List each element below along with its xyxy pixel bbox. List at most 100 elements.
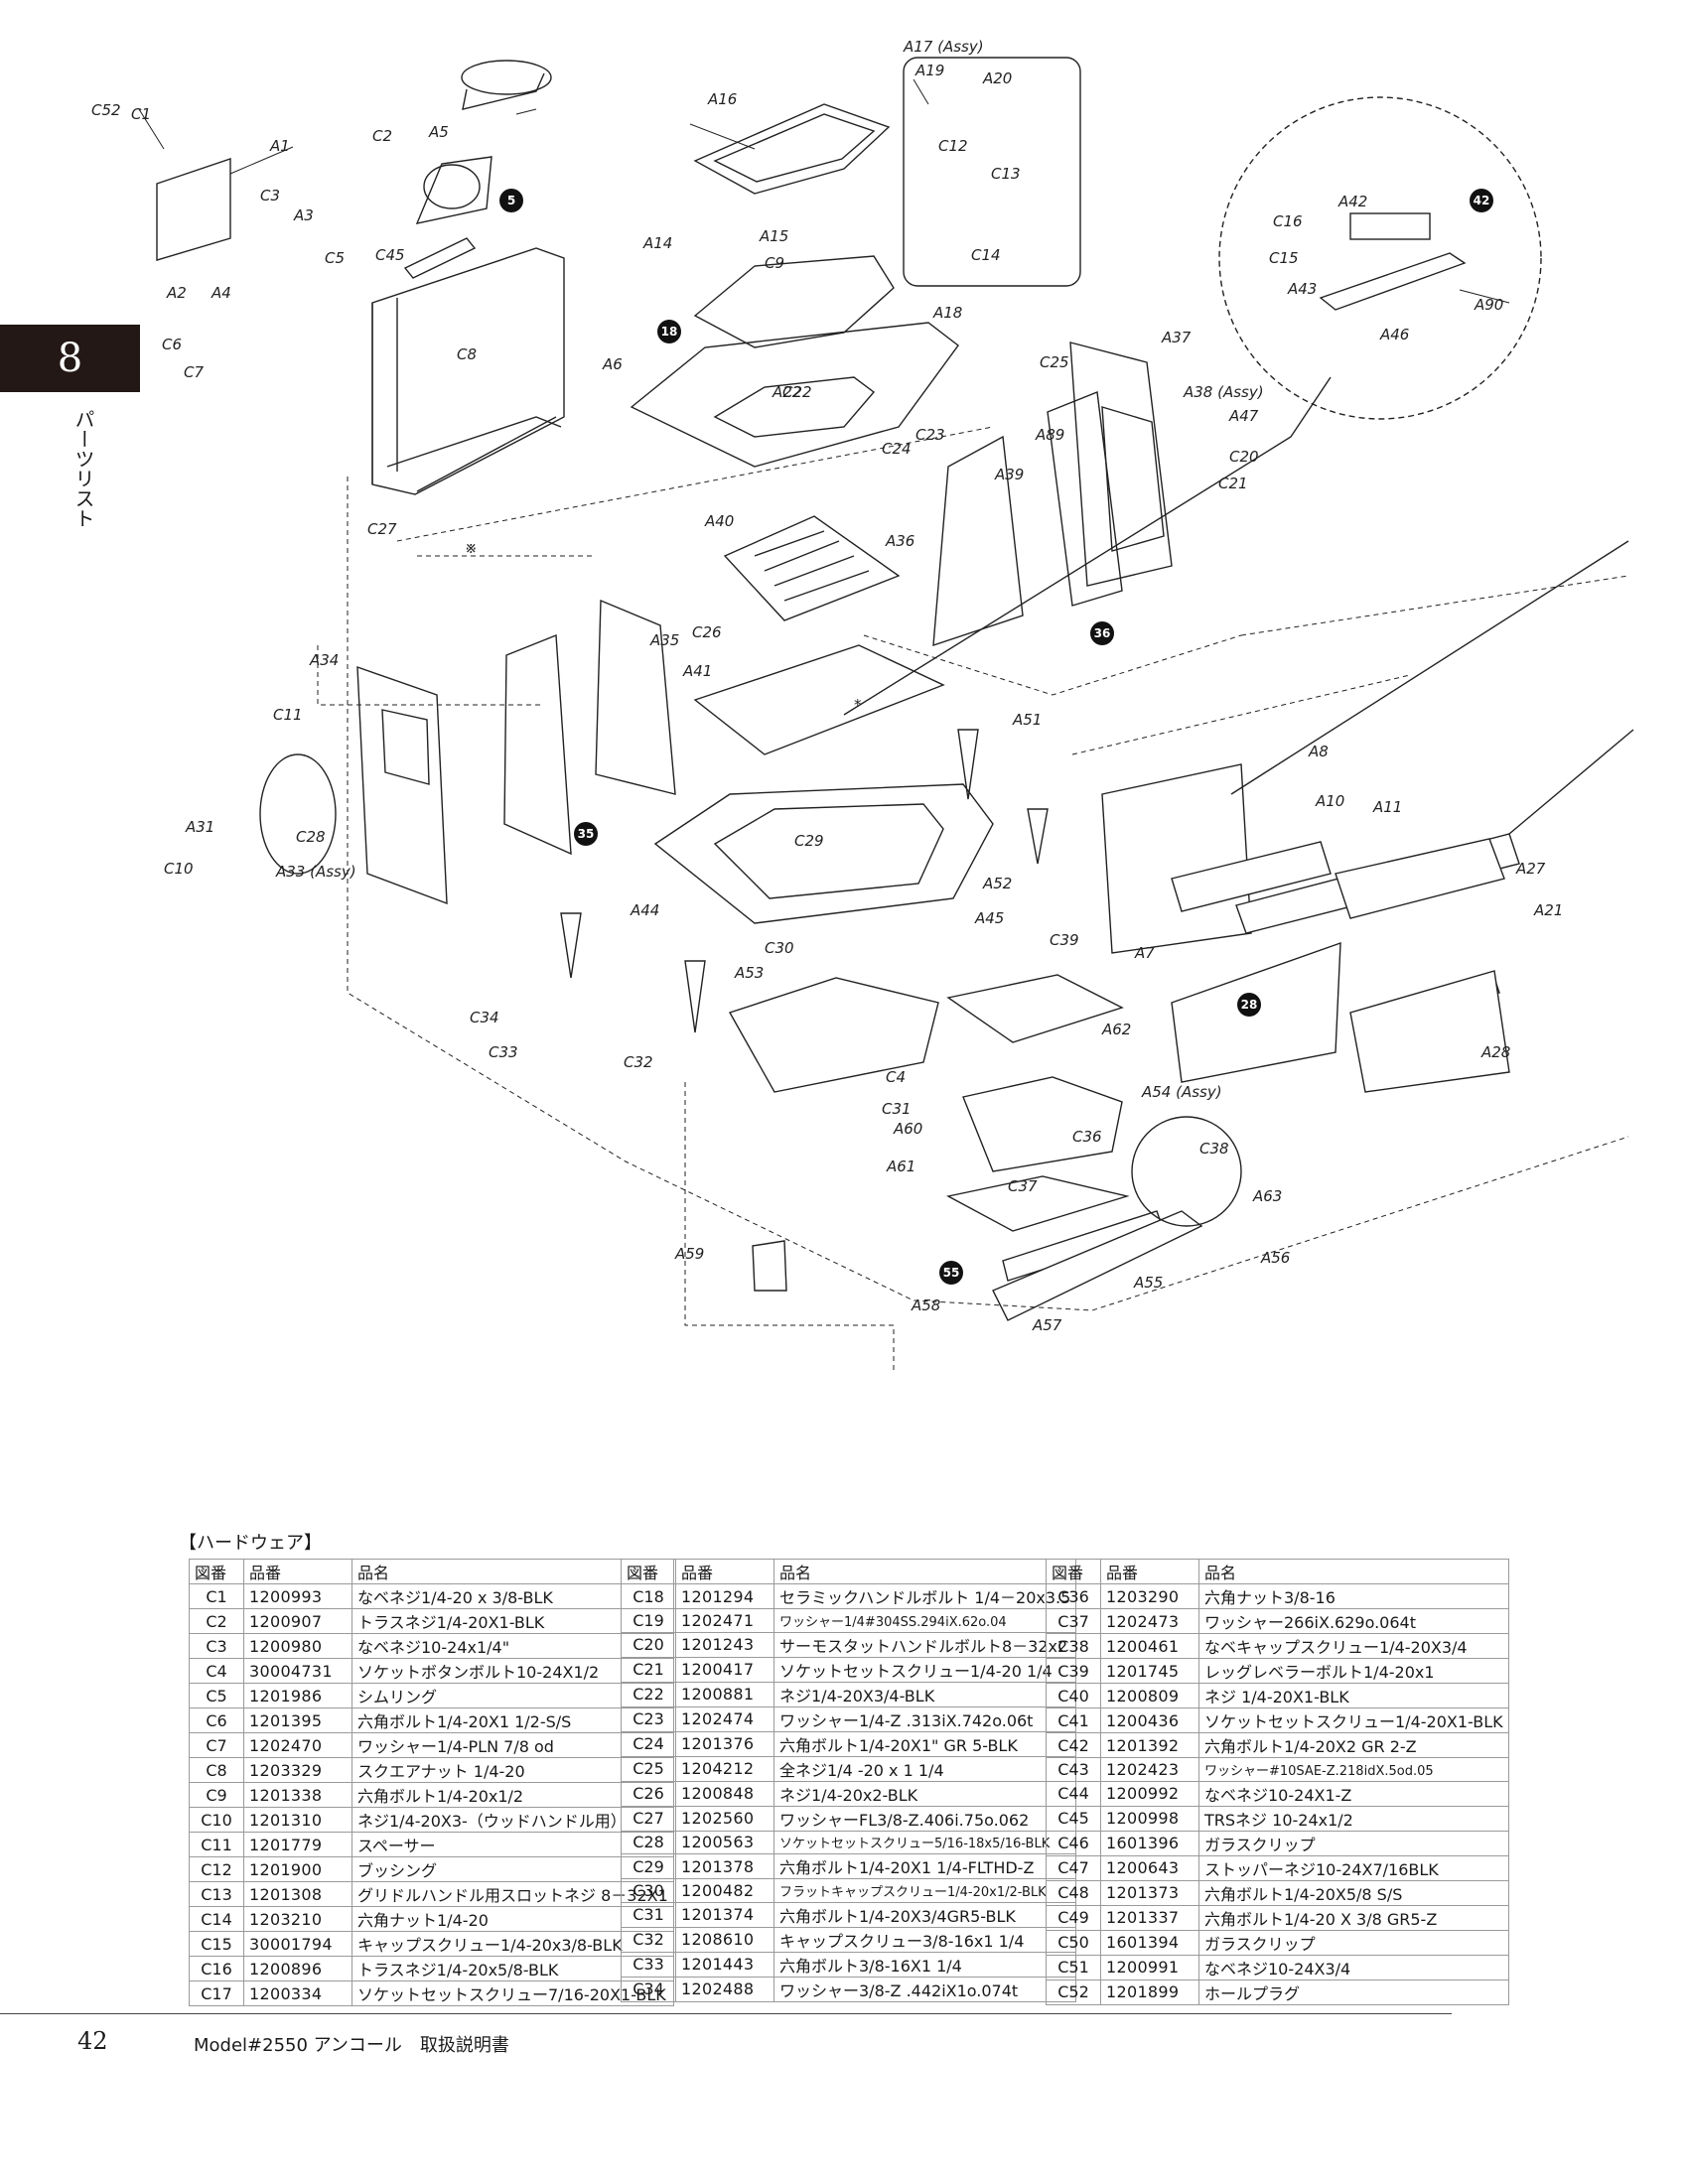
fig-number: C34: [621, 1976, 676, 2002]
fig-number: C27: [621, 1805, 676, 1832]
fig-number: C30: [621, 1878, 676, 1903]
part-label: A31: [185, 818, 214, 836]
part-label: A38 (Assy): [1183, 383, 1264, 401]
fig-number: C28: [621, 1830, 676, 1855]
callout-number: 28: [1241, 998, 1258, 1012]
part-name: ガラスクリップ: [1198, 1929, 1509, 1956]
part-name: ワッシャー1/4-Z .313iX.742o.06t: [773, 1706, 1077, 1732]
fig-number: C11: [189, 1832, 244, 1857]
part-label: A34: [309, 651, 339, 669]
part-label: C22: [782, 383, 812, 401]
part-number: 1201779: [243, 1832, 352, 1857]
part-label: A8: [1308, 743, 1329, 760]
part-number: 1200417: [675, 1656, 774, 1683]
part-label: C10: [164, 860, 194, 878]
fig-number: C43: [1046, 1757, 1101, 1782]
part-number: 1201373: [1100, 1879, 1199, 1906]
part-name: TRSネジ 10-24x1/2: [1198, 1805, 1509, 1832]
part-label: C37: [1008, 1177, 1038, 1195]
part-label: A57: [1032, 1316, 1062, 1334]
part-label: C8: [457, 345, 477, 363]
callout-badge: [939, 1261, 963, 1285]
part-name: 全ネジ1/4 -20 x 1 1/4: [773, 1755, 1077, 1782]
part-label: A36: [885, 532, 914, 550]
part-label: C5: [325, 249, 345, 267]
part-name: なベキャップスクリュー1/4-20X3/4: [1198, 1633, 1509, 1659]
part-name: 六角ボルト3/8-16X1 1/4: [773, 1951, 1077, 1978]
part-label: A16: [707, 90, 737, 108]
fig-number: C3: [189, 1633, 244, 1659]
part-label: A58: [911, 1297, 940, 1314]
col-header: 品名: [352, 1559, 674, 1584]
col-header: 図番: [621, 1559, 676, 1584]
part-number: 1201376: [675, 1730, 774, 1757]
part-label: C13: [991, 165, 1021, 183]
fig-number: C26: [621, 1780, 676, 1807]
part-label: C12: [938, 137, 968, 155]
part-label: A41: [682, 662, 712, 680]
part-label: A42: [1337, 193, 1367, 210]
part-label: A1: [269, 137, 290, 155]
part-number: 1200881: [675, 1681, 774, 1707]
part-number: 1200643: [1100, 1854, 1199, 1881]
part-number: 1203329: [243, 1757, 352, 1783]
part-label: C31: [882, 1100, 912, 1118]
part-label: C24: [882, 440, 912, 458]
part-label: A43: [1287, 280, 1317, 298]
fig-number: C9: [189, 1782, 244, 1808]
part-number: 1202471: [675, 1608, 774, 1633]
part-label: A37: [1161, 329, 1192, 346]
part-label: A19: [914, 62, 944, 79]
part-label: A56: [1260, 1249, 1290, 1267]
part-name: 六角ボルト1/4-20X2 GR 2-Z: [1198, 1732, 1509, 1758]
fig-number: C47: [1046, 1854, 1101, 1881]
part-number: 1201900: [243, 1856, 352, 1882]
part-label: C27: [367, 520, 397, 538]
part-name: ネジ1/4-20X3-（ウッドハンドル用）: [352, 1807, 674, 1833]
part-label: C32: [624, 1053, 653, 1071]
part-label: C34: [470, 1009, 499, 1026]
part-label: A40: [704, 512, 734, 530]
page-number: 42: [77, 2027, 108, 2055]
part-label: C20: [1229, 448, 1259, 466]
part-label: C14: [971, 246, 1001, 264]
part-name: 六角ボルト1/4-20X5/8 S/S: [1198, 1879, 1509, 1906]
part-label: C2: [372, 127, 392, 145]
callout-badge: [574, 822, 598, 846]
part-number: 1202488: [675, 1976, 774, 2002]
fig-number: C42: [1046, 1732, 1101, 1758]
part-name: ソケットセットスクリュー1/4-20 1/4: [773, 1656, 1077, 1683]
part-name: ホールプラグ: [1198, 1979, 1509, 2005]
part-number: 1200991: [1100, 1954, 1199, 1980]
part-number: 1201294: [675, 1583, 774, 1609]
fig-number: C2: [189, 1608, 244, 1634]
part-label: A59: [674, 1245, 704, 1263]
part-label: A60: [893, 1120, 922, 1138]
part-label: A54 (Assy): [1141, 1083, 1222, 1101]
part-name: シムリング: [352, 1683, 674, 1708]
